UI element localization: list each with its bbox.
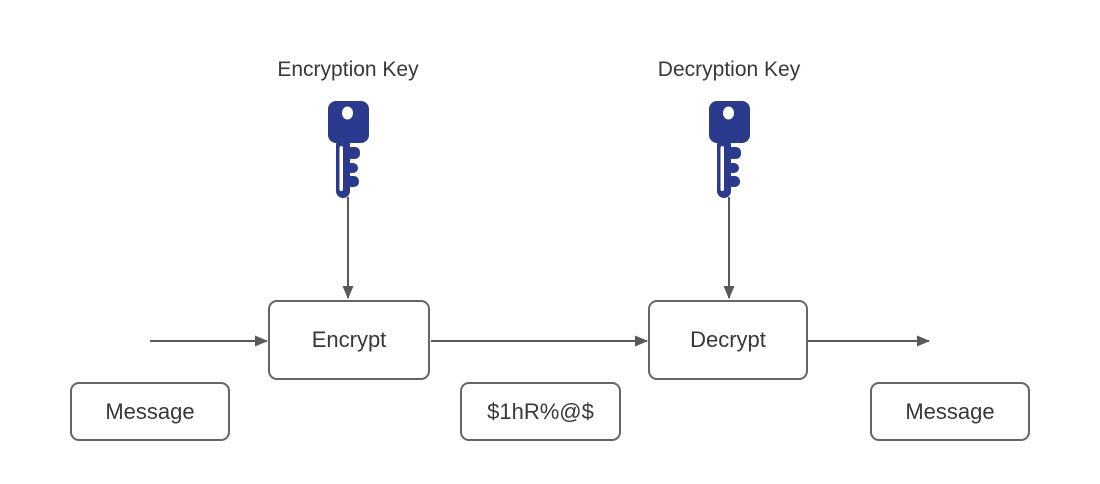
- decryption-key-title: Decryption Key: [657, 58, 801, 81]
- ciphertext-box: $1hR%@$: [460, 382, 621, 441]
- encrypt-box: Encrypt: [268, 300, 430, 380]
- key-icon: [328, 101, 369, 198]
- encrypt-box-label: Encrypt: [311, 327, 387, 352]
- message-input-label: Message: [105, 398, 195, 424]
- encryption-key-title: Encryption Key: [277, 58, 419, 81]
- ciphertext-label: $1hR%@$: [487, 398, 594, 424]
- message-input-box: Message: [70, 382, 230, 441]
- decrypt-box: Decrypt: [648, 300, 808, 380]
- decrypt-box-label: Decrypt: [690, 327, 766, 352]
- key-icon: [709, 101, 750, 198]
- message-output-box: Message: [870, 382, 1030, 441]
- message-output-label: Message: [905, 398, 995, 424]
